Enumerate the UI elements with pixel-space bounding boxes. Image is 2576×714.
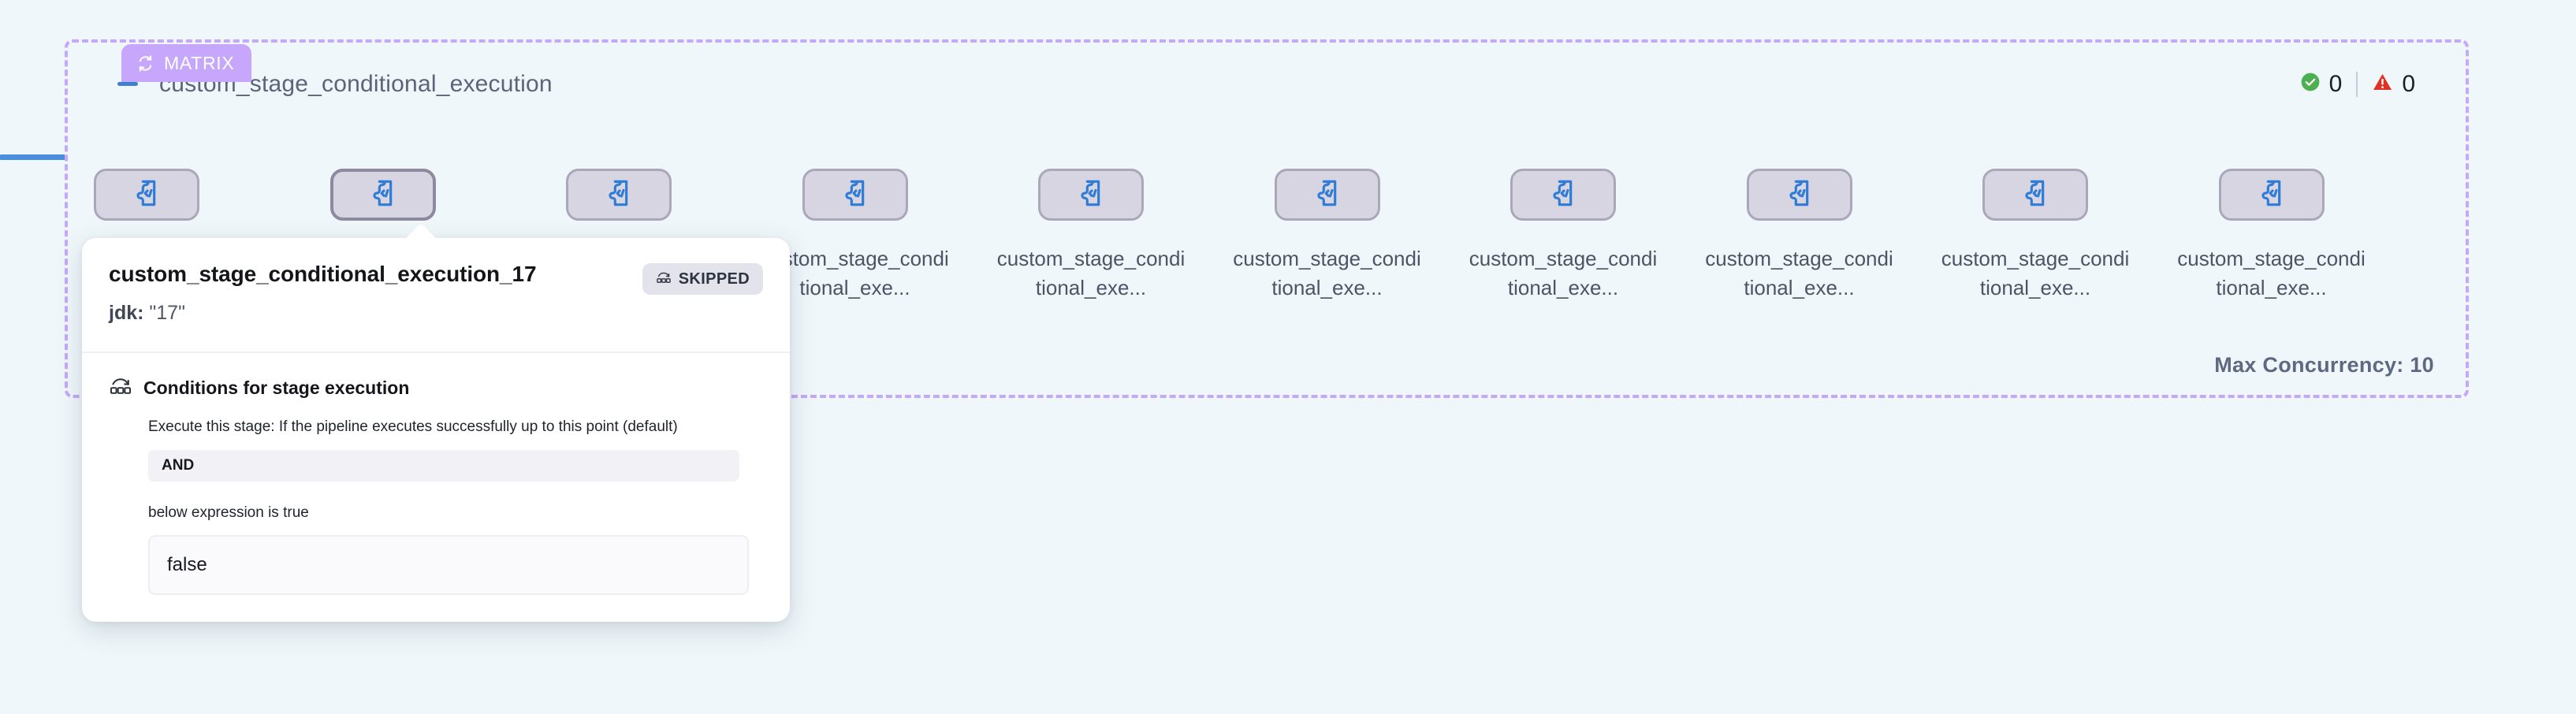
expression-value: false <box>167 553 207 575</box>
code-plugin-icon <box>1075 177 1107 213</box>
tooltip-header: custom_stage_conditional_execution_17 jd… <box>82 238 790 351</box>
matrix-node-9[interactable]: custom_stage_conditional_exe... <box>2153 169 2390 303</box>
node-label: custom_stage_conditional_exe... <box>996 247 1186 299</box>
node-box[interactable] <box>1510 169 1616 221</box>
node-label: custom_stage_conditional_exe... <box>1469 247 1658 299</box>
warning-triangle-icon <box>2372 72 2393 96</box>
warning-count-value: 0 <box>2402 70 2415 97</box>
expression-label: below expression is true <box>148 504 309 521</box>
status-divider <box>2356 71 2358 97</box>
condition-operator-bar: AND <box>148 449 739 482</box>
node-label: custom_stage_conditional_exe... <box>1941 247 2130 299</box>
check-circle-icon <box>2300 72 2321 96</box>
node-label: custom_stage_conditional_exe... <box>1233 247 1421 299</box>
tooltip-subtitle: jdk: "17" <box>109 302 627 325</box>
node-box[interactable] <box>329 169 436 221</box>
matrix-node-4[interactable]: custom_stage_conditional_exe... <box>973 169 1209 303</box>
matrix-group-header: custom_stage_conditional_execution 0 <box>68 43 2466 125</box>
node-label: custom_stage_conditional_exe... <box>1705 247 1893 299</box>
node-label: custom_stage_conditional_exe... <box>2177 247 2366 299</box>
node-label: custom_stage_conditional_exe... <box>761 247 949 299</box>
conditions-header: Conditions for stage execution <box>109 375 763 400</box>
tooltip-pointer <box>407 225 435 239</box>
matrix-node-0[interactable] <box>28 169 265 244</box>
conditional-execution-icon <box>109 375 132 400</box>
minus-collapse-icon[interactable] <box>114 70 142 99</box>
matrix-node-3[interactable]: custom_stage_conditional_exe... <box>737 169 973 303</box>
matrix-badge: MATRIX <box>121 44 252 82</box>
node-box[interactable] <box>1982 169 2088 221</box>
code-plugin-icon <box>2019 177 2051 213</box>
max-concurrency-label: Max Concurrency: 10 <box>2214 353 2434 377</box>
node-box[interactable] <box>1274 169 1380 221</box>
node-box[interactable] <box>2218 169 2325 221</box>
matrix-badge-label: MATRIX <box>164 52 235 73</box>
loop-refresh-icon <box>136 54 155 73</box>
node-box[interactable] <box>1038 169 1144 221</box>
code-plugin-icon <box>2256 177 2288 213</box>
code-plugin-icon <box>1547 177 1579 213</box>
status-badge: SKIPPED <box>642 263 763 295</box>
node-box[interactable] <box>94 169 199 221</box>
matrix-node-2[interactable] <box>501 169 737 244</box>
tooltip-body: Conditions for stage execution Execute t… <box>82 353 790 622</box>
minus-bar <box>117 82 138 86</box>
expression-value-box[interactable]: false <box>148 534 749 595</box>
status-badge-label: SKIPPED <box>678 270 750 288</box>
code-plugin-icon <box>1784 177 1815 213</box>
code-plugin-icon <box>603 177 635 213</box>
code-plugin-icon <box>367 177 399 213</box>
success-count-value: 0 <box>2328 70 2343 97</box>
matrix-node-8[interactable]: custom_stage_conditional_exe... <box>1917 169 2153 303</box>
matrix-node-6[interactable]: custom_stage_conditional_exe... <box>1445 169 1681 303</box>
node-box[interactable] <box>802 169 908 221</box>
tooltip-title: custom_stage_conditional_execution_17 <box>109 262 537 286</box>
node-box[interactable] <box>566 169 672 221</box>
tooltip-sub-value: "17" <box>149 302 185 324</box>
tooltip-sub-key: jdk: <box>109 302 144 324</box>
code-plugin-icon <box>839 177 871 213</box>
status-counts: 0 0 <box>2300 71 2420 98</box>
conditions-description: Execute this stage: If the pipeline exec… <box>148 418 678 435</box>
tooltip-divider <box>82 351 790 353</box>
incoming-connector-line <box>0 154 68 160</box>
matrix-node-row: custom_stage_conditional_exe...custom_st… <box>68 169 2466 366</box>
stage-tooltip-card: custom_stage_conditional_execution_17 jd… <box>82 238 790 622</box>
code-plugin-icon <box>1312 177 1343 213</box>
conditions-title: Conditions for stage execution <box>143 377 410 398</box>
matrix-node-7[interactable]: custom_stage_conditional_exe... <box>1681 169 1918 303</box>
matrix-node-5[interactable]: custom_stage_conditional_exe... <box>1209 169 1446 303</box>
node-box[interactable] <box>1746 169 1852 221</box>
warning-count-item: 0 <box>2372 71 2415 98</box>
success-count-item: 0 <box>2300 70 2343 98</box>
matrix-node-1[interactable] <box>265 169 501 244</box>
condition-operator-label: AND <box>162 456 195 474</box>
code-plugin-icon <box>131 177 162 213</box>
conditional-execution-icon <box>656 270 672 288</box>
